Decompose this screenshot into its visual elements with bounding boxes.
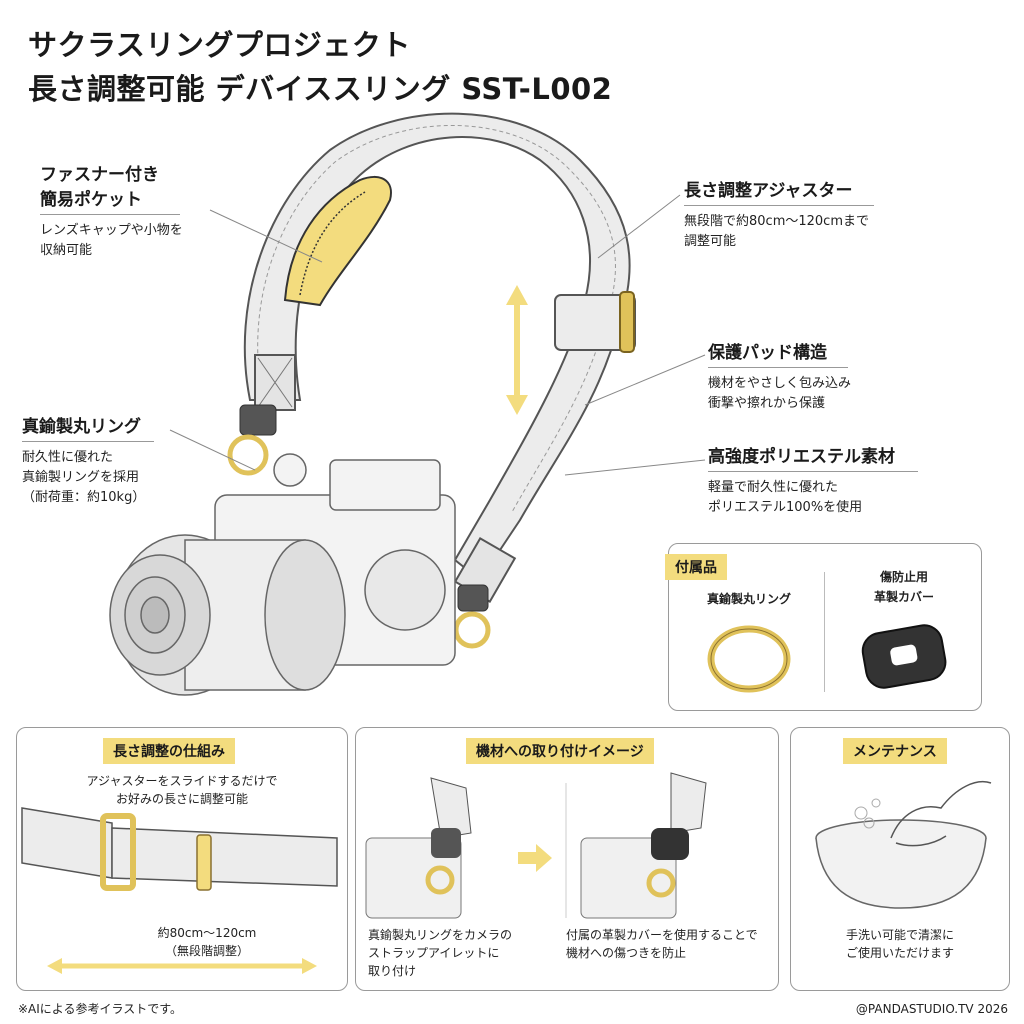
callout-pad-desc-1: 機材をやさしく包み込み [708,376,852,391]
panel-adjust-range-1: 約80cm〜120cm [157,926,257,940]
callout-ring-desc-2: 真鍮製リングを採用 [22,470,140,485]
callout-pocket-desc-2: 収納可能 [40,243,93,258]
callout-material: 高強度ポリエステル素材 軽量で耐久性に優れた ポリエステル100%を使用 [708,442,918,518]
callout-pocket-desc-1: レンズキャップや小物を [40,223,183,238]
camera [109,453,456,696]
title-line-1: サクラスリングプロジェクト [28,28,411,62]
slider-buckle-icon [100,813,136,891]
callout-adjuster: 長さ調整アジャスター 無段階で約80cm〜120cmまで 調整可能 [684,176,874,252]
callout-pad-title: 保護パッド構造 [708,343,827,363]
callout-material-desc-2: ポリエステル100%を使用 [708,500,863,515]
panel-attach-tag: 機材への取り付けイメージ [466,738,654,764]
zipper-pocket [283,175,392,307]
panel-adjust-range-2: （無段階調整） [164,944,249,958]
callout-pocket-title-2: 簡易ポケット [40,190,142,210]
footer-credit: @PANDASTUDIO.TV 2026 [855,1002,1008,1016]
panel-adjust: 長さ調整の仕組み アジャスターをスライドするだけで お好みの長さに調整可能 約8… [16,727,348,991]
callout-material-title: 高強度ポリエステル素材 [708,447,895,467]
callout-adjuster-desc-2: 調整可能 [684,234,737,249]
panel-attach-right-1: 付属の革製カバーを使用することで [566,928,758,942]
panel-adjust-desc-2: お好みの長さに調整可能 [115,792,248,806]
panel-attach-left-3: 取り付け [368,964,417,978]
wash-basin-icon [815,837,987,909]
accessories-tag: 付属品 [665,554,727,580]
panel-attach-left-2: ストラップアイレットに [368,946,500,960]
panel-maint: メンテナンス 手洗い可能で清潔に ご使用いただけます [790,727,1010,991]
callout-adjuster-desc-1: 無段階で約80cm〜120cmまで [684,214,869,229]
callout-ring-title: 真鍮製丸リング [22,417,141,437]
footer-note: ※AIによる参考イラストです。 [18,1002,183,1016]
accessories-box: 付属品 真鍮製丸リング 傷防止用 革製カバー [665,543,982,711]
accessory-cover-label-2: 革製カバー [873,590,934,604]
hand-icon [890,781,992,839]
accessory-cover-label-1: 傷防止用 [879,570,928,584]
panel-attach: 機材への取り付けイメージ 真鍮製丸リングをカメラの ストラップアイレットに 取り… [355,727,779,991]
callout-ring-desc-1: 耐久性に優れた [22,450,114,465]
accessory-ring-label: 真鍮製丸リング [706,592,791,606]
panel-maint-desc-2: ご使用いただけます [845,946,954,960]
callout-adjuster-title: 長さ調整アジャスター [684,181,853,201]
attach-ring-left-icon [425,865,455,895]
panel-attach-left-1: 真鍮製丸リングをカメラの [368,928,513,942]
panel-adjust-tag: 長さ調整の仕組み [103,738,235,764]
callout-pad: 保護パッド構造 機材をやさしく包み込み 衝撃や擦れから保護 [708,338,851,414]
title-line-2: 長さ調整可能 デバイススリング SST-L002 [28,72,613,106]
panel-adjust-desc-1: アジャスターをスライドするだけで [86,774,278,788]
callout-pocket: ファスナー付き 簡易ポケット レンズキャップや小物を 収納可能 [40,160,183,261]
callout-pocket-title-1: ファスナー付き [40,165,159,185]
panel-maint-desc-1: 手洗い可能で清潔に [845,928,954,942]
strap-band [243,112,631,582]
attach-ring-right-icon [646,868,676,898]
left-brass-ring [227,434,269,476]
callout-material-desc-1: 軽量で耐久性に優れた [708,480,839,495]
panel-maint-tag: メンテナンス [843,738,947,764]
panel-attach-right-2: 機材への傷つきを防止 [566,946,687,960]
callout-ring: 真鍮製丸リング 耐久性に優れた 真鍮製リングを採用 （耐荷重：約10kg） [22,412,154,508]
callout-ring-desc-3: （耐荷重：約10kg） [22,490,146,505]
callout-pad-desc-2: 衝撃や擦れから保護 [708,396,826,411]
